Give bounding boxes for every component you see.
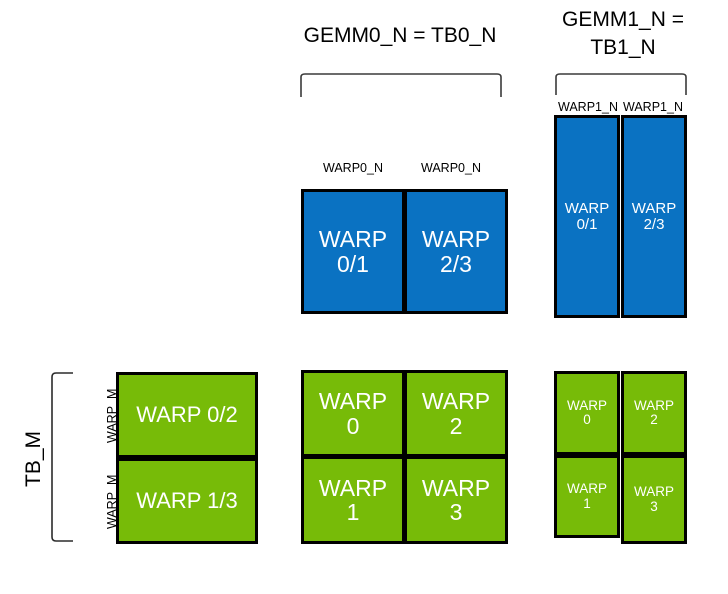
green-right-cell-0-text: WARP 0 xyxy=(567,397,607,427)
green-right-cell-1: WARP 2 xyxy=(621,371,687,455)
green-right-cell-3: WARP 3 xyxy=(621,455,687,544)
green-middle-cell-0-text: WARP 0 xyxy=(318,388,388,439)
green-right-cell-1-text: WARP 2 xyxy=(634,397,674,427)
green-left-cell-1-text: WARP 1/3 xyxy=(136,488,238,514)
gemm1-title-line1: GEMM1_N = xyxy=(562,8,684,31)
gemm0-bracket xyxy=(300,73,502,97)
blue-middle-cell-1-text: WARP 2/3 xyxy=(421,226,491,277)
warp0-n-label-left: WARP0_N xyxy=(323,161,383,175)
green-right-cell-3-text: WARP 3 xyxy=(634,484,674,514)
green-left-cell-1: WARP 1/3 xyxy=(116,458,258,544)
blue-right-cell-0-text: WARP 0/1 xyxy=(564,199,610,233)
tb-m-label: TB_M xyxy=(22,430,45,487)
green-right-cell-2-text: WARP 1 xyxy=(567,481,607,511)
green-middle-cell-1-text: WARP 2 xyxy=(421,388,491,439)
blue-right-cell-1-text: WARP 2/3 xyxy=(631,199,677,233)
warp1-n-label-right: WARP1_N xyxy=(623,100,683,114)
green-right-cell-0: WARP 0 xyxy=(554,371,620,455)
gemm1-title-line2: TB1_N xyxy=(590,36,656,59)
green-left-cell-0: WARP 0/2 xyxy=(116,372,258,458)
warp0-n-label-right: WARP0_N xyxy=(421,161,481,175)
blue-right-cell-1: WARP 2/3 xyxy=(621,115,687,318)
blue-middle-cell-0-text: WARP 0/1 xyxy=(318,226,388,277)
green-middle-cell-2-text: WARP 1 xyxy=(318,474,388,525)
green-middle-cell-1: WARP 2 xyxy=(404,370,508,457)
gemm1-bracket xyxy=(555,73,687,95)
green-left-cell-0-text: WARP 0/2 xyxy=(136,402,238,428)
gemm0-title: GEMM0_N = TB0_N xyxy=(303,24,497,47)
blue-middle-cell-1: WARP 2/3 xyxy=(404,189,508,314)
warp1-n-label-left: WARP1_N xyxy=(558,100,618,114)
green-middle-cell-0: WARP 0 xyxy=(301,370,405,457)
green-right-cell-2: WARP 1 xyxy=(554,455,620,538)
blue-right-cell-0: WARP 0/1 xyxy=(554,115,620,318)
tb-m-bracket xyxy=(51,372,73,542)
green-middle-cell-3-text: WARP 3 xyxy=(421,474,491,525)
green-middle-cell-2: WARP 1 xyxy=(301,456,405,544)
blue-middle-cell-0: WARP 0/1 xyxy=(301,189,405,314)
green-middle-cell-3: WARP 3 xyxy=(404,456,508,544)
